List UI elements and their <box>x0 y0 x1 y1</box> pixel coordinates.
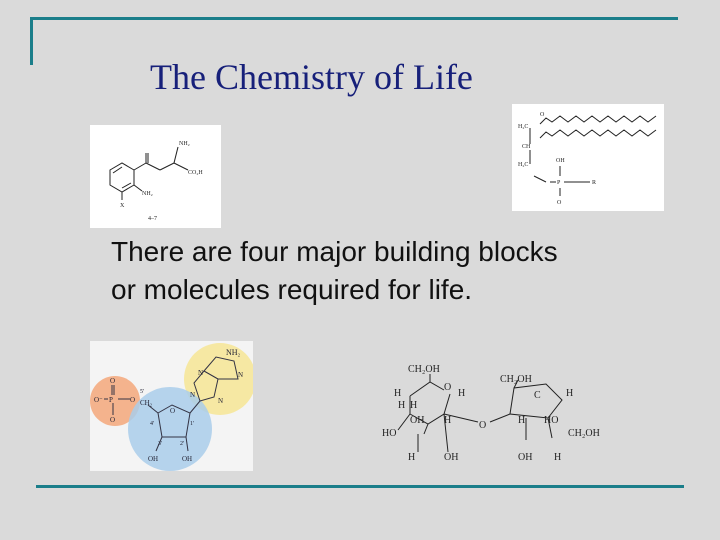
sucrose-h2-label: H <box>458 388 465 399</box>
nucleotide-c1-label: 1' <box>190 421 194 427</box>
lipid-oh-label: OH <box>556 158 565 164</box>
amino-acid-diagram: NH₂ CO₂H NH₂ X 4–7 <box>109 141 203 222</box>
sucrose-h6-label: H <box>408 452 415 463</box>
body-text: There are four major building blocks or … <box>111 233 651 309</box>
sucrose-structure-image: CH₂OH H O H H H OH H HO H OH O CH₂OH C H… <box>378 360 610 467</box>
nucleotide-n2-label: N <box>238 371 243 379</box>
nucleotide-n1-label: N <box>198 369 203 377</box>
lipid-p-label: P <box>557 180 561 186</box>
sucrose-h8-label: H <box>518 415 525 426</box>
nucleotide-o-bottom-label: O <box>110 416 115 424</box>
body-line-2: or molecules required for life. <box>111 274 473 305</box>
nucleotide-o-ring-label: O <box>170 407 175 415</box>
sucrose-oh3-label: OH <box>518 452 532 463</box>
sucrose-diagram: CH₂OH H O H H H OH H HO H OH O CH₂OH C H… <box>382 364 600 463</box>
body-line-1: There are four major building blocks <box>111 236 558 267</box>
lipid-diagram: O H₂C CH H₂C OH P O R <box>518 112 657 206</box>
sucrose-ch2oh-2-label: CH₂OH <box>500 374 532 385</box>
lipid-o-top-label: O <box>540 112 545 118</box>
nucleotide-n4-label: N <box>218 397 223 405</box>
sucrose-ch2oh-3-label: CH₂OH <box>568 428 600 439</box>
lipid-ch-label: CH <box>522 144 531 150</box>
sucrose-o-link-label: O <box>479 420 486 431</box>
amino-acid-structure-image: NH₂ CO₂H NH₂ X 4–7 <box>90 125 221 228</box>
left-accent-bar <box>30 17 33 65</box>
amino-caption-label: 4–7 <box>148 216 157 222</box>
nucleotide-c5-label: 5' <box>140 389 144 395</box>
bottom-accent-bar <box>36 485 684 488</box>
nucleotide-p-label: P <box>109 396 113 404</box>
lipid-h2c-top-label: H₂C <box>518 124 528 130</box>
amino-co2h-label: CO₂H <box>188 170 203 176</box>
sucrose-oh2-label: OH <box>444 452 458 463</box>
amino-nh2-ring-label: NH₂ <box>142 191 153 197</box>
sucrose-h4-label: H <box>398 400 405 411</box>
sucrose-h1-label: H <box>394 388 401 399</box>
sucrose-c-label: C <box>534 390 541 401</box>
top-accent-bar <box>30 17 678 20</box>
slide-title: The Chemistry of Life <box>150 57 473 97</box>
nucleotide-c2-label: 2' <box>180 441 184 447</box>
nucleotide-oh1-label: OH <box>148 455 158 463</box>
nucleotide-ch2-label: CH₂ <box>140 399 153 407</box>
sucrose-h5-label: H <box>444 415 451 426</box>
sucrose-o1-label: O <box>444 382 451 393</box>
nucleotide-o-left-label: O⁻ <box>94 396 103 404</box>
sucrose-h9-label: H <box>554 452 561 463</box>
sucrose-oh1-label: OH <box>410 415 424 426</box>
nucleotide-c4-label: 4' <box>150 421 154 427</box>
sucrose-h3-label: H <box>410 400 417 411</box>
nucleotide-nh2-label: NH₂ <box>226 348 241 357</box>
sucrose-h7-label: H <box>566 388 573 399</box>
nucleotide-diagram: NH₂ N N N N O O⁻ P O O CH₂ O 5' 4' 1' 3'… <box>90 343 253 471</box>
nucleotide-o-right-label: O <box>130 396 135 404</box>
sucrose-ho2-label: HO <box>544 415 558 426</box>
lipid-o-bottom-label: O <box>557 200 562 206</box>
nucleotide-oh2-label: OH <box>182 455 192 463</box>
sucrose-ho1-label: HO <box>382 428 396 439</box>
sucrose-ch2oh-1-label: CH₂OH <box>408 364 440 375</box>
amino-x-label: X <box>120 203 125 209</box>
lipid-structure-image: O H₂C CH H₂C OH P O R <box>512 104 664 211</box>
amino-nh2-top-label: NH₂ <box>179 141 190 147</box>
lipid-h2c-bottom-label: H₂C <box>518 162 528 168</box>
lipid-r-label: R <box>592 180 596 186</box>
nucleotide-c3-label: 3' <box>158 441 162 447</box>
nucleotide-n3-label: N <box>190 391 195 399</box>
nucleotide-structure-image: NH₂ N N N N O O⁻ P O O CH₂ O 5' 4' 1' 3'… <box>90 341 253 471</box>
nucleotide-o-top-label: O <box>110 377 115 385</box>
